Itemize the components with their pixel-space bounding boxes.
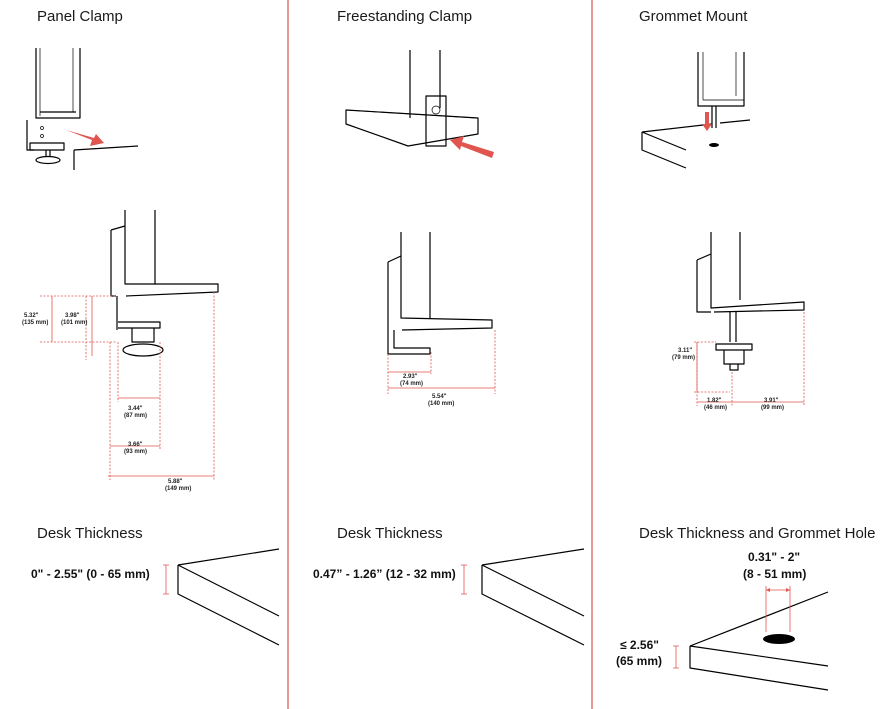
panel-dim-4-mm: (93 mm) xyxy=(124,449,147,455)
grommet-dim-1-in: 3.11" xyxy=(678,348,692,354)
freestanding-clamp-illustration xyxy=(345,50,494,158)
panel-dim-3-mm: (87 mm) xyxy=(124,413,147,419)
grommet-desk-drawing xyxy=(673,586,829,691)
freestanding-desk-range: 0.47” - 1.26” (12 - 32 mm) xyxy=(313,567,456,581)
insert-arrow-icon xyxy=(66,130,104,146)
grommet-dim-2-mm: (46 mm) xyxy=(704,405,727,411)
panel-dim-4-in: 3.66" xyxy=(128,442,143,448)
grommet-dim-2-in: 1.82" xyxy=(707,398,722,404)
panel-clamp-dimension-drawing xyxy=(40,210,219,480)
grommet-mount-illustration xyxy=(641,52,751,169)
freestanding-dimension-drawing xyxy=(387,232,496,394)
panel-dim-1-mm: (135 mm) xyxy=(22,320,48,326)
freestanding-dim-2-mm: (140 mm) xyxy=(428,401,454,407)
grommet-thickness-max-in: ≤ 2.56" xyxy=(620,638,659,652)
panel-dim-5-mm: (149 mm) xyxy=(165,486,191,492)
freestanding-clamp-title: Freestanding Clamp xyxy=(337,8,472,25)
grommet-thickness-max-mm: (65 mm) xyxy=(616,654,662,668)
freestanding-dim-2-in: 5.54" xyxy=(432,394,447,400)
grommet-desk-thickness-title: Desk Thickness and Grommet Hole xyxy=(639,525,875,542)
panel-desk-range: 0" - 2.55" (0 - 65 mm) xyxy=(31,567,150,581)
freestanding-arrow-icon xyxy=(450,136,494,158)
grommet-hole-range-in: 0.31" - 2" xyxy=(748,550,800,564)
panel-clamp-illustration xyxy=(26,48,139,170)
panel-dim-2-mm: (101 mm) xyxy=(61,320,87,326)
freestanding-desk-drawing xyxy=(461,548,585,646)
freestanding-dim-1-mm: (74 mm) xyxy=(400,381,423,387)
grommet-hole-range-mm: (8 - 51 mm) xyxy=(743,567,806,581)
panel-dim-1-in: 5.32" xyxy=(24,313,39,319)
grommet-dim-3-mm: (99 mm) xyxy=(761,405,784,411)
grommet-arrow-icon xyxy=(702,112,712,131)
freestanding-desk-thickness-title: Desk Thickness xyxy=(337,525,443,542)
freestanding-dim-1-in: 2.93" xyxy=(403,374,418,380)
panel-dim-2-in: 3.98" xyxy=(65,313,80,319)
panel-clamp-title: Panel Clamp xyxy=(37,8,123,25)
panel-dim-5-in: 5.88" xyxy=(168,479,183,485)
grommet-dim-1-mm: (79 mm) xyxy=(672,355,695,361)
grommet-dim-3-in: 3.91" xyxy=(764,398,779,404)
panel-desk-thickness-title: Desk Thickness xyxy=(37,525,143,542)
grommet-mount-title: Grommet Mount xyxy=(639,8,748,25)
grommet-dimension-drawing xyxy=(694,232,805,406)
panel-dim-3-in: 3.44" xyxy=(128,406,143,412)
panel-desk-drawing xyxy=(163,548,280,646)
